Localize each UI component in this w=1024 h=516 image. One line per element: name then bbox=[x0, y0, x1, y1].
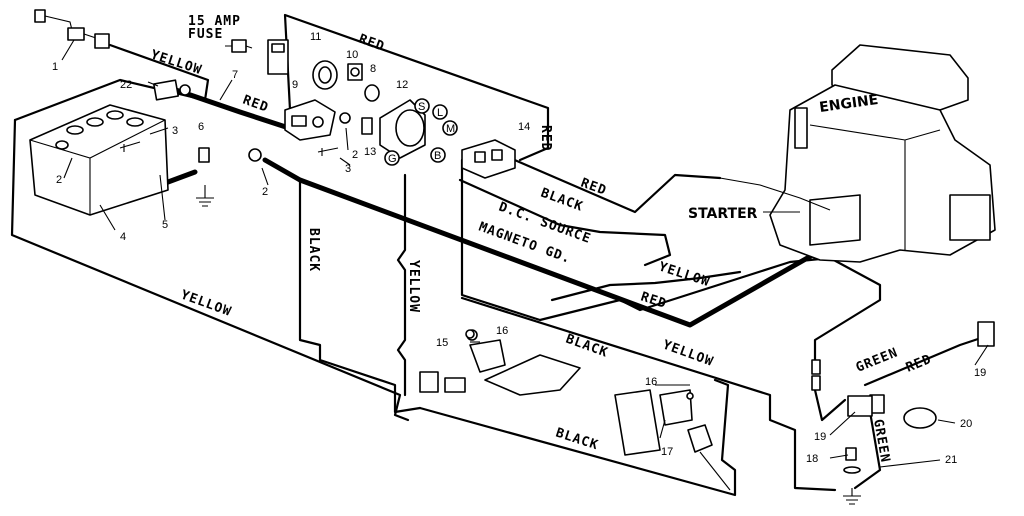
part-number: 17 bbox=[661, 446, 673, 458]
seat-switch bbox=[466, 329, 581, 396]
terminal-g-label: G bbox=[388, 153, 397, 165]
part-number: 16 bbox=[645, 376, 657, 388]
terminal-b-label: B bbox=[434, 150, 441, 162]
fuse-rating-label: 15 AMP bbox=[188, 14, 241, 29]
fuse-holder bbox=[267, 39, 289, 75]
wire-label-red-right: RED bbox=[538, 125, 553, 151]
bullet-connector bbox=[811, 359, 821, 375]
washer bbox=[364, 84, 380, 102]
cable-end bbox=[152, 79, 191, 101]
terminal-l-label: L bbox=[437, 107, 443, 119]
part-number: 9 bbox=[292, 79, 298, 91]
terminal-nut bbox=[339, 112, 351, 124]
wire-label-red-mid: RED bbox=[579, 176, 609, 199]
terminal-nut bbox=[248, 148, 262, 162]
part-number: 14 bbox=[518, 121, 530, 133]
yellow-wire-vertical bbox=[396, 173, 407, 397]
part-number: 22 bbox=[120, 79, 132, 91]
part-number-labels: 1 2 2 2 3 3 4 5 6 7 8 9 10 11 12 13 14 1… bbox=[52, 31, 986, 466]
ground-icon bbox=[196, 147, 214, 207]
part-number: 21 bbox=[945, 454, 957, 466]
part-number: 7 bbox=[232, 69, 238, 81]
battery-cable bbox=[167, 85, 298, 133]
ground-icon bbox=[843, 447, 861, 505]
yellow-wire-long bbox=[10, 118, 410, 422]
battery bbox=[29, 104, 169, 216]
yellow-wire-top bbox=[108, 43, 210, 102]
solenoid bbox=[379, 98, 458, 166]
bullet-connector bbox=[811, 375, 821, 391]
washer-13 bbox=[361, 117, 373, 135]
part-number: 20 bbox=[960, 418, 972, 430]
wire-label-red-top: RED bbox=[357, 32, 387, 55]
switch-nut bbox=[347, 63, 363, 81]
black-wire-switch bbox=[418, 378, 737, 497]
starter-cable bbox=[719, 177, 831, 211]
terminal-s-label: S bbox=[418, 101, 425, 113]
fuse-label: 15 AMP FUSE bbox=[188, 14, 241, 42]
interlock-switch bbox=[614, 389, 731, 491]
engine bbox=[769, 44, 996, 263]
part-number: 18 bbox=[806, 453, 818, 465]
fuse-text-label: FUSE bbox=[188, 27, 223, 42]
part-number: 10 bbox=[346, 49, 358, 61]
screw bbox=[317, 147, 339, 156]
part-number: 6 bbox=[198, 121, 204, 133]
screw bbox=[686, 392, 694, 400]
switch-connector bbox=[419, 371, 466, 393]
yellow-wire-lower bbox=[460, 296, 837, 492]
part-number: 13 bbox=[364, 146, 376, 158]
part-number: 19 bbox=[814, 431, 826, 443]
wire-label-yellow-top: YELLOW bbox=[149, 48, 204, 79]
green-wire-vertical bbox=[853, 398, 882, 490]
part-number: 15 bbox=[436, 337, 448, 349]
part-number: 5 bbox=[162, 219, 168, 231]
part-number: 4 bbox=[120, 231, 126, 243]
key-bezel bbox=[312, 60, 338, 90]
black-dc-wire bbox=[458, 178, 672, 267]
screw bbox=[465, 329, 475, 339]
part-number: 1 bbox=[52, 61, 58, 73]
wire-label-green-top: GREEN bbox=[854, 345, 901, 375]
starter-label: STARTER bbox=[688, 206, 758, 222]
green-wire bbox=[813, 256, 882, 374]
wire-label-black-bottom: BLACK bbox=[554, 426, 601, 454]
terminal-m-label: M bbox=[446, 123, 455, 135]
ignition-switch bbox=[284, 99, 336, 141]
part-number: 3 bbox=[172, 125, 178, 137]
magneto-ground-wire bbox=[262, 157, 863, 328]
wire-connector bbox=[34, 9, 110, 49]
wire-label-black-dc: BLACK bbox=[539, 186, 586, 215]
black-wire-vertical bbox=[298, 178, 422, 414]
wire-label-green-vertical: GREEN bbox=[870, 418, 892, 464]
red-wire-mid bbox=[508, 156, 722, 214]
part-number: 8 bbox=[370, 63, 376, 75]
wire-label-black-vertical: BLACK bbox=[306, 228, 321, 272]
part-number: 3 bbox=[345, 163, 351, 175]
part-number: 12 bbox=[396, 79, 408, 91]
screw bbox=[119, 141, 141, 152]
part-number: 2 bbox=[262, 186, 268, 198]
part-number: 11 bbox=[310, 31, 321, 43]
wire-label-yellow-mid: YELLOW bbox=[657, 260, 712, 291]
light-bulb bbox=[869, 394, 937, 429]
connector-plug bbox=[461, 139, 516, 179]
wire-label-yellow-vertical: YELLOW bbox=[406, 260, 421, 313]
fuse-icon bbox=[225, 39, 253, 53]
wire-label-yellow-lower: YELLOW bbox=[661, 338, 716, 370]
leader-lines bbox=[61, 39, 989, 468]
part-number: 16 bbox=[496, 325, 508, 337]
part-number: 2 bbox=[56, 174, 62, 186]
loop-wire bbox=[813, 388, 847, 422]
light-socket bbox=[847, 321, 995, 417]
wire-label-black-switch: BLACK bbox=[564, 332, 611, 361]
wire-label-red-light: RED bbox=[904, 352, 934, 376]
part-number: 2 bbox=[352, 149, 358, 161]
part-number: 19 bbox=[974, 367, 986, 379]
